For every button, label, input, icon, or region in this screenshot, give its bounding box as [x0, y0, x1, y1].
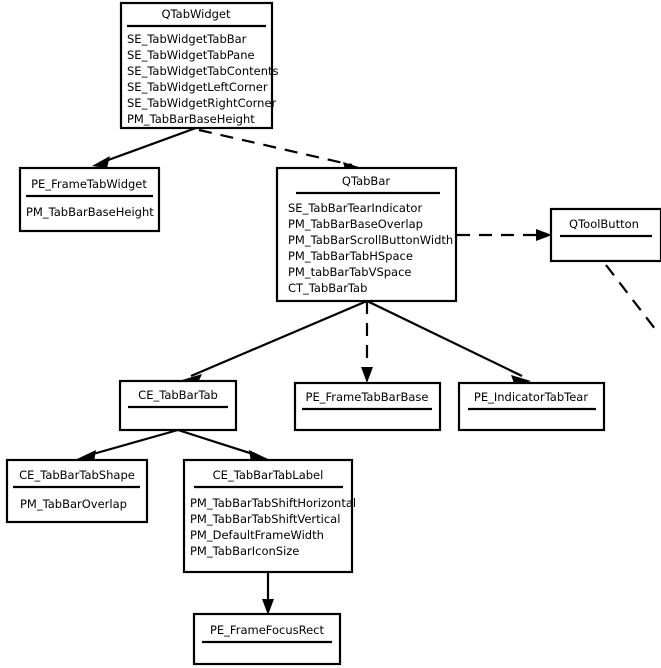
node-title: CE_TabBarTabLabel [213, 468, 324, 482]
node-item: SE_TabWidgetRightCorner [127, 96, 277, 110]
node-pe-indicatortabtear[interactable]: PE_IndicatorTabTear [457, 381, 606, 432]
node-item: PM_TabBarBaseHeight [26, 205, 154, 219]
node-item: PM_TabBarScrollButtonWidth [288, 233, 453, 247]
node-pe-framefocusrect[interactable]: PE_FrameFocusRect [192, 612, 342, 666]
node-item: PM_TabBarBaseHeight [127, 112, 255, 126]
edge-ce-tabbartab-to-ce-tabbartabshape [77, 428, 179, 462]
node-title: PE_FrameFocusRect [210, 623, 324, 637]
node-title: QTabBar [342, 174, 390, 188]
node-item: PM_TabBarBaseOverlap [288, 217, 423, 231]
node-ce-tabbartablabel[interactable]: CE_TabBarTabLabel PM_TabBarTabShiftHoriz… [182, 458, 356, 574]
node-qtoolbutton[interactable]: QToolButton [549, 207, 661, 263]
edge-qtabbar-to-ce-tabbartab [182, 299, 368, 385]
edge-ce-tabbartab-to-ce-tabbartablabel [177, 428, 268, 462]
edge-qtabbar-to-pe-frametabbarbase [361, 301, 373, 383]
node-item: PM_TabBarTabShiftVertical [190, 512, 340, 526]
node-item: PM_TabBarIconSize [190, 544, 299, 558]
node-title: CE_TabBarTab [138, 388, 218, 402]
node-ce-tabbartab[interactable]: CE_TabBarTab [118, 379, 238, 432]
node-item: SE_TabWidgetLeftCorner [127, 80, 268, 94]
node-item: CT_TabBarTab [288, 281, 367, 295]
node-item: SE_TabWidgetTabBar [127, 32, 247, 46]
node-title: CE_TabBarTabShape [19, 468, 135, 482]
node-ce-tabbartabshape[interactable]: CE_TabBarTabShape PM_TabBarOverlap [5, 458, 149, 524]
node-title: QToolButton [569, 217, 639, 231]
node-title: PE_FrameTabWidget [31, 177, 147, 191]
node-qtabbar[interactable]: QTabBar SE_TabBarTearIndicator PM_TabBar… [275, 166, 458, 303]
node-item: PM_TabBarTabHSpace [288, 249, 413, 263]
node-item: SE_TabWidgetTabPane [127, 48, 255, 62]
node-item: PM_DefaultFrameWidth [190, 528, 324, 542]
node-pe-frametabbarbase[interactable]: PE_FrameTabBarBase [293, 381, 442, 432]
edge-qtabwidget-to-qtabbar [198, 128, 362, 173]
edge-ce-tabbartablabel-to-pe-framefocusrect [262, 572, 274, 615]
node-item: PM_TabBarTabShiftHorizontal [190, 496, 356, 510]
node-item: PM_TabBarOverlap [20, 497, 127, 511]
edge-qtabbar-to-qtoolbutton [457, 229, 552, 241]
node-title: PE_IndicatorTabTear [474, 390, 588, 404]
node-qtabwidget[interactable]: QTabWidget SE_TabWidgetTabBar SE_TabWidg… [119, 1, 278, 130]
node-item: PM_tabBarTabVSpace [288, 265, 412, 279]
edge-qtoolbutton-to-offscreen [605, 264, 660, 335]
node-pe-frametabwidget[interactable]: PE_FrameTabWidget PM_TabBarBaseHeight [18, 166, 161, 233]
node-title: QTabWidget [161, 7, 231, 21]
node-item: SE_TabWidgetTabContents [127, 64, 278, 78]
edge-qtabwidget-to-pe-frametabwidget [92, 126, 197, 168]
edge-qtabbar-to-pe-indicatortabtear [366, 300, 531, 386]
node-item: SE_TabBarTearIndicator [288, 201, 422, 215]
node-title: PE_FrameTabBarBase [306, 390, 429, 404]
